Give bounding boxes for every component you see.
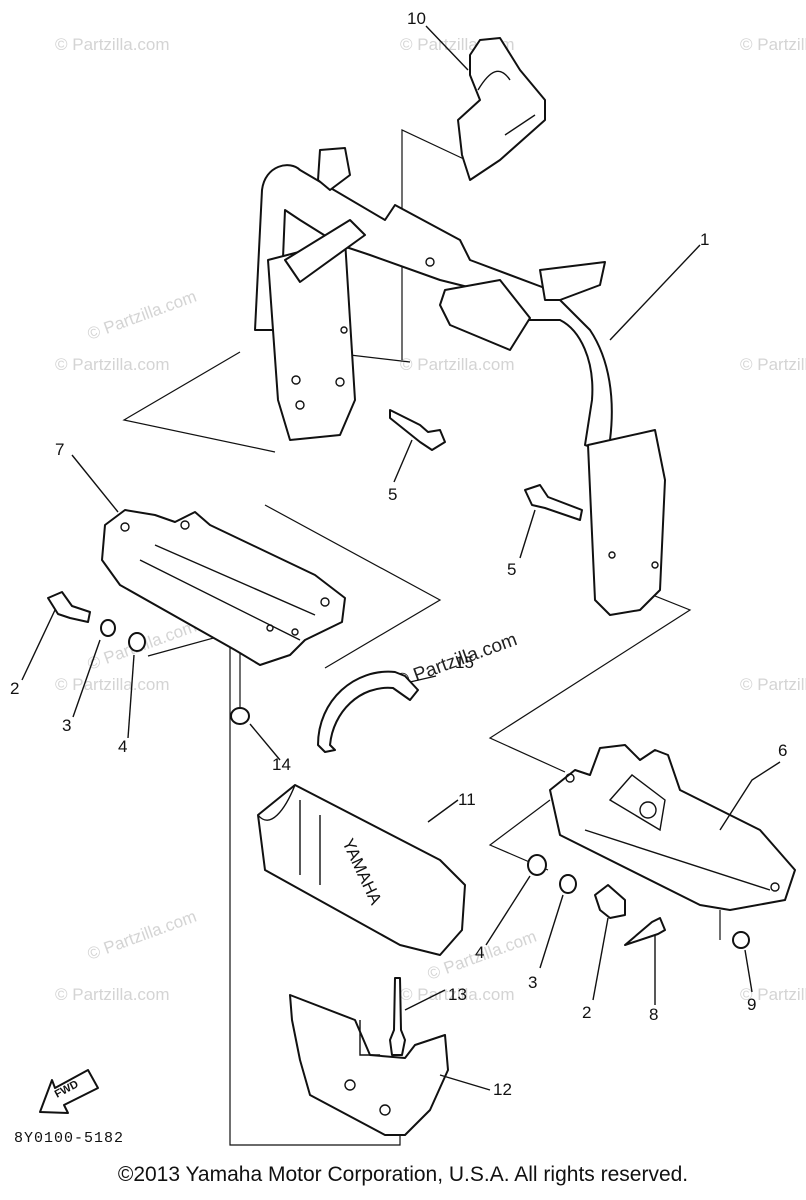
callout-4: 4 [475, 943, 484, 962]
copyright-notice: ©2013 Yamaha Motor Corporation, U.S.A. A… [117, 1163, 689, 1186]
rubber-guard-10 [457, 37, 546, 181]
watermark: © Partzilla.com [85, 907, 199, 964]
watermark: © Partzilla.com [85, 287, 199, 344]
washer-9 [732, 931, 750, 949]
battery-holder-12 [289, 994, 449, 1136]
callout-15: 15 [455, 653, 474, 672]
leader-lines [21, 25, 781, 1091]
forward-arrow-icon: FWD [39, 1069, 99, 1114]
nut-14 [230, 707, 250, 725]
bolt-5 [389, 409, 446, 451]
callout-5: 5 [388, 485, 397, 504]
rivet-8 [624, 917, 666, 946]
washer-3-right [559, 874, 577, 894]
watermark: © Partzilla.com [55, 675, 170, 694]
bolt-5-right [524, 484, 583, 521]
watermark: © Partzilla.com [740, 355, 806, 374]
washer-3-left [100, 619, 116, 637]
nut-4-right [527, 854, 547, 876]
callouts: 10 1 5 5 7 2 3 4 14 15 11 6 4 3 2 8 9 13… [10, 9, 787, 1099]
battery-strap-15 [317, 670, 419, 753]
bracket-6 [549, 744, 796, 911]
callout-4: 4 [118, 737, 127, 756]
callout-6: 6 [778, 741, 787, 760]
callout-7: 7 [55, 440, 64, 459]
callout-11: 11 [458, 790, 476, 809]
watermark: © Partzilla.com [740, 35, 806, 54]
callout-5: 5 [507, 560, 516, 579]
callout-3: 3 [528, 973, 537, 992]
diagram-code: 8Y0100-5182 [14, 1130, 125, 1147]
callout-13: 13 [448, 985, 467, 1004]
callout-12: 12 [493, 1080, 512, 1099]
watermark: © Partzilla.com [55, 355, 170, 374]
watermark: © Partzilla.com [55, 35, 170, 54]
watermark: © Partzilla.com [740, 985, 806, 1004]
callout-2: 2 [582, 1003, 591, 1022]
callout-9: 9 [747, 995, 756, 1014]
bolt-2-right [594, 884, 626, 919]
bolt-2-left [47, 591, 91, 623]
watermark: © Partzilla.com [740, 675, 806, 694]
callout-14: 14 [272, 755, 291, 774]
callout-2: 2 [10, 679, 19, 698]
watermark: © Partzilla.com [400, 985, 515, 1004]
callout-10: 10 [407, 9, 426, 28]
battery-11: YAMAHA [257, 784, 466, 956]
front-carrier-frame-1 [254, 147, 666, 616]
bracket-7 [101, 509, 346, 666]
callout-1: 1 [700, 230, 709, 249]
watermark: © Partzilla.com [55, 985, 170, 1004]
watermark: © Partzilla.com [400, 355, 515, 374]
bolt-13 [389, 977, 406, 1056]
nut-4-left [128, 632, 146, 652]
callout-3: 3 [62, 716, 71, 735]
callout-8: 8 [649, 1005, 658, 1024]
